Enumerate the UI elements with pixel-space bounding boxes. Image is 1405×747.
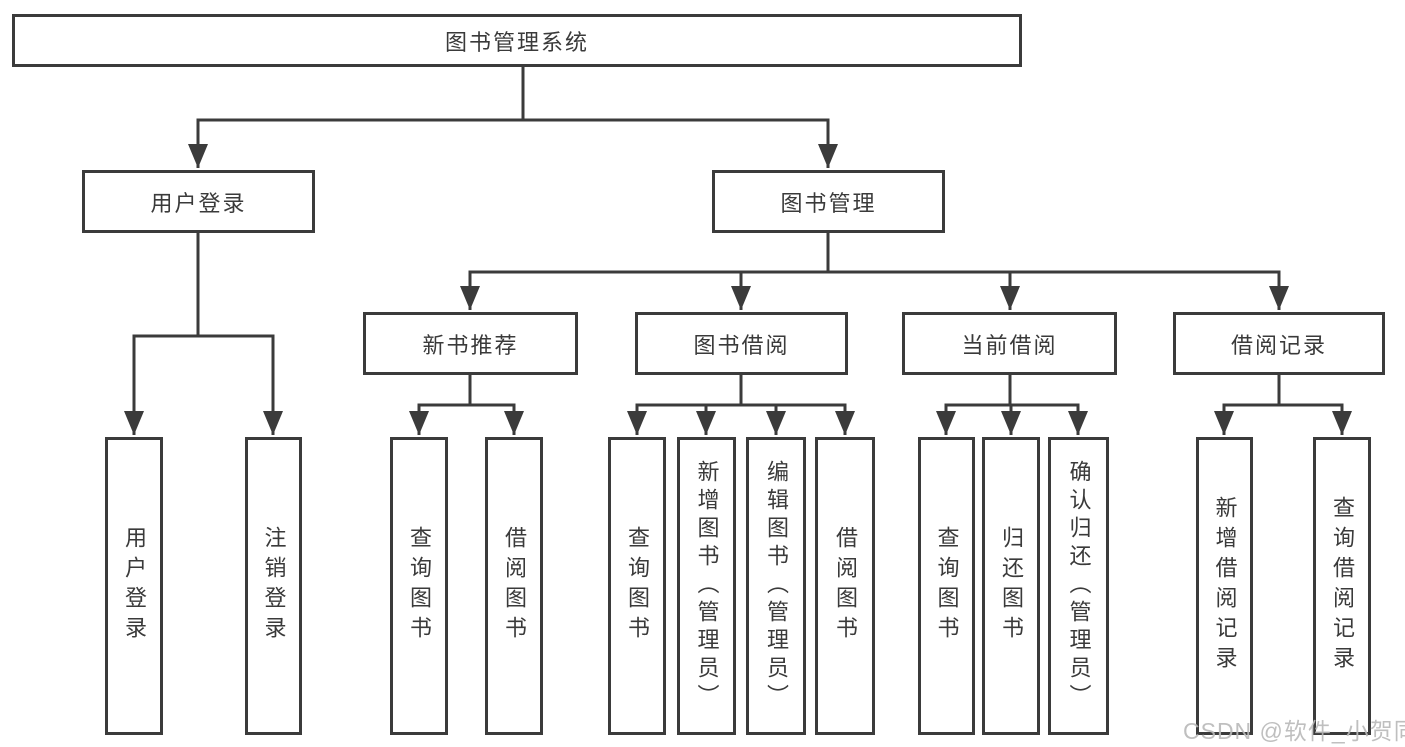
leaf-label: 查询图书 xyxy=(625,526,650,646)
node-new-book-recommend: 新书推荐 xyxy=(363,312,578,375)
node-book-borrow: 图书借阅 xyxy=(635,312,848,375)
node-book-management: 图书管理 xyxy=(712,170,945,233)
leaf-label: 借阅图书 xyxy=(833,526,858,646)
node-borrow-records: 借阅记录 xyxy=(1173,312,1385,375)
leaf-edit-books-admin: 编辑图书（管理员） xyxy=(746,437,806,735)
leaf-confirm-return-admin: 确认归还（管理员） xyxy=(1048,437,1109,735)
leaf-label: 查询图书 xyxy=(934,526,960,646)
leaf-query-books-current: 查询图书 xyxy=(918,437,975,735)
leaf-label: 借阅图书 xyxy=(502,526,527,646)
leaf-label: 注销登录 xyxy=(261,526,287,646)
leaf-label: 编辑图书（管理员） xyxy=(764,460,789,712)
leaf-borrow-books-recommend: 借阅图书 xyxy=(485,437,543,735)
leaf-label: 用户登录 xyxy=(122,526,147,646)
leaf-label: 新增借阅记录 xyxy=(1212,496,1238,676)
leaf-query-borrow-record: 查询借阅记录 xyxy=(1313,437,1371,735)
leaf-label: 查询图书 xyxy=(407,526,432,646)
leaf-label: 新增图书（管理员） xyxy=(694,460,720,712)
leaf-return-books: 归还图书 xyxy=(982,437,1040,735)
leaf-user-login: 用户登录 xyxy=(105,437,163,735)
csdn-watermark: CSDN @软件_小贺同学 xyxy=(1183,718,1405,744)
leaf-label: 查询借阅记录 xyxy=(1330,496,1355,676)
leaf-query-books-borrow: 查询图书 xyxy=(608,437,666,735)
node-current-borrow: 当前借阅 xyxy=(902,312,1117,375)
node-library-management-system: 图书管理系统 xyxy=(12,14,1022,67)
leaf-add-books-admin: 新增图书（管理员） xyxy=(677,437,736,735)
leaf-borrow-books: 借阅图书 xyxy=(815,437,875,735)
leaf-add-borrow-record: 新增借阅记录 xyxy=(1196,437,1253,735)
leaf-logout: 注销登录 xyxy=(245,437,302,735)
node-user-login: 用户登录 xyxy=(82,170,315,233)
leaf-label: 归还图书 xyxy=(999,526,1024,646)
leaf-query-books-recommend: 查询图书 xyxy=(390,437,448,735)
leaf-label: 确认归还（管理员） xyxy=(1066,460,1092,712)
